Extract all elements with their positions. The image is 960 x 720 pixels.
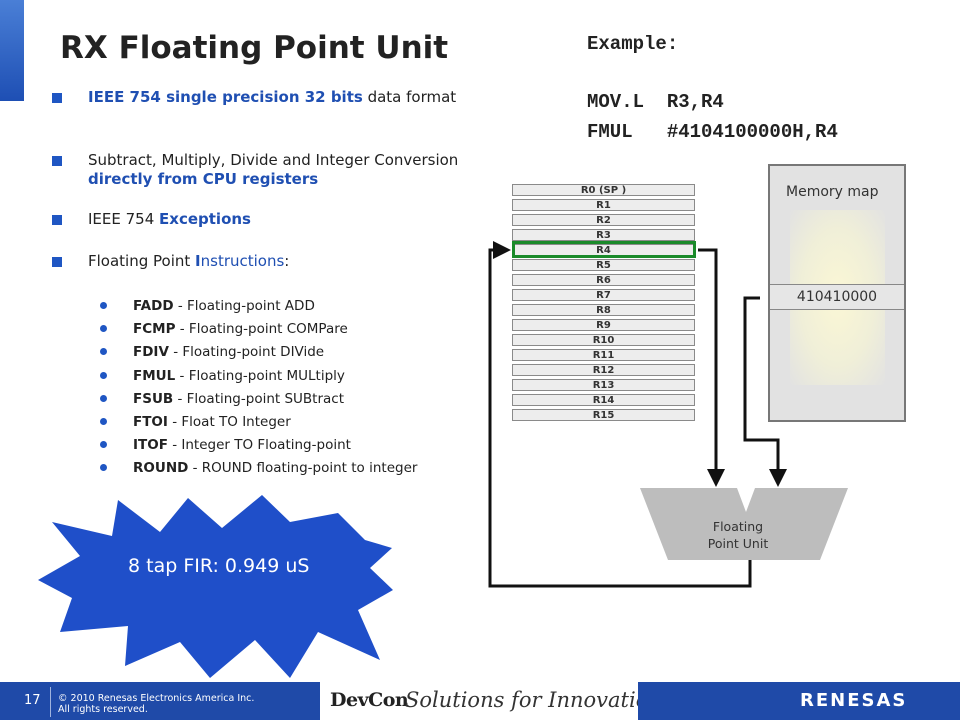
page-number: 17	[24, 693, 41, 708]
instruction-name: FCMP	[133, 321, 176, 338]
example-line-1: MOV.L R3,R4	[587, 91, 724, 113]
tagline: Solutions for Innovation	[405, 688, 662, 712]
register-r15: R15	[512, 409, 695, 421]
bullet-text-part: IEEE 754	[88, 210, 160, 228]
instruction-text: ITOF - Integer TO Floating-point	[133, 437, 351, 454]
instruction-name: FSUB	[133, 390, 174, 407]
register-r14: R14	[512, 394, 695, 406]
register-highlight-box	[512, 241, 696, 258]
burst-text: 8 tap FIR: 0.949 uS	[128, 555, 310, 577]
memory-map-label: Memory map	[786, 184, 879, 200]
fpu-trapezoid	[640, 488, 848, 560]
bullet-text-part: Exceptions	[159, 210, 251, 228]
register-r9: R9	[512, 319, 695, 331]
instruction-name: FTOI	[133, 414, 168, 430]
devcon-logo: DevCon	[330, 689, 409, 711]
instruction-name: ROUND	[133, 460, 189, 477]
instruction-text: FADD - Floating-point ADD	[133, 298, 315, 315]
bullet-dot-icon	[100, 464, 107, 472]
fpu-label: Floating Point Unit	[690, 518, 786, 552]
copyright-line-1: © 2010 Renesas Electronics America Inc.	[58, 693, 255, 704]
bullet-text: IEEE 754 single precision 32 bits data f…	[88, 88, 488, 107]
fpu-label-line-2: Point Unit	[707, 536, 769, 551]
bullet-dot-icon	[100, 371, 107, 379]
instruction-desc: - Floating-point ADD	[173, 298, 315, 314]
bullet-text: IEEE 754 Exceptions	[88, 210, 488, 229]
instruction-desc: - ROUND floating-point to integer	[188, 460, 418, 477]
arrow-fpu-to-register	[488, 241, 752, 588]
bullet-square-icon	[52, 156, 62, 166]
instruction-text: ROUND - ROUND floating-point to integer	[133, 460, 417, 477]
bullet-dot-icon	[100, 441, 107, 449]
burst-shape	[38, 495, 393, 678]
footer-separator	[50, 687, 51, 717]
fpu-notch	[737, 488, 755, 512]
register-r1: R1	[512, 199, 695, 211]
bullet-square-icon	[52, 93, 62, 103]
register-r2: R2	[512, 214, 695, 226]
register-r5: R5	[512, 259, 695, 271]
instruction-name: FADD	[133, 298, 174, 314]
instruction-desc: - Integer TO Floating-point	[167, 437, 351, 454]
instruction-desc: - Floating-point MULtiply	[175, 367, 345, 384]
bullet-text-part: nstructions	[200, 252, 285, 270]
bullet-text-part: IEEE 754 single precision 32 bits	[88, 88, 363, 106]
instruction-desc: - Floating-point COMPare	[175, 321, 348, 338]
arrow-memory-to-fpu	[743, 296, 787, 487]
bullet-text: Subtract, Multiply, Divide and Integer C…	[88, 151, 488, 189]
instruction-name: ITOF	[133, 437, 168, 454]
renesas-logo: RENESAS	[800, 690, 908, 711]
bullet-dot-icon	[100, 348, 107, 356]
register-r0: R0 (SP )	[512, 184, 695, 196]
instruction-text: FCMP - Floating-point COMPare	[133, 321, 348, 338]
footer-left-panel	[0, 682, 320, 720]
register-r6: R6	[512, 274, 695, 286]
example-label: Example:	[587, 33, 679, 55]
register-r11: R11	[512, 349, 695, 361]
register-r13: R13	[512, 379, 695, 391]
bullet-square-icon	[52, 215, 62, 225]
footer-middle-panel	[320, 682, 638, 720]
bullet-text: Floating Point Instructions:	[88, 252, 488, 271]
register-r8: R8	[512, 304, 695, 316]
bullet-dot-icon	[100, 418, 107, 425]
footer-right-panel	[638, 682, 960, 720]
bullet-text-part: Floating Point	[88, 252, 196, 270]
instruction-desc: - Float TO Integer	[167, 414, 291, 430]
register-r3: R3	[512, 229, 695, 241]
instruction-desc: - Floating-point DIVide	[168, 344, 325, 361]
instruction-text: FMUL - Floating-point MULtiply	[133, 368, 345, 385]
arrow-register-to-fpu	[698, 248, 725, 487]
copyright-line-2: All rights reserved.	[58, 704, 148, 715]
page-title: RX Floating Point Unit	[60, 30, 449, 66]
instruction-text: FTOI - Float TO Integer	[133, 414, 291, 431]
register-r7: R7	[512, 289, 695, 301]
bullet-text-part: :	[284, 252, 290, 270]
copyright: © 2010 Renesas Electronics America Inc. …	[58, 693, 254, 715]
register-r12: R12	[512, 364, 695, 376]
example-line-2: FMUL #4104100000H,R4	[587, 121, 838, 143]
instruction-name: FMUL	[133, 367, 176, 384]
bullet-square-icon	[52, 257, 62, 267]
bullet-dot-icon	[100, 302, 107, 309]
register-r10: R10	[512, 334, 695, 346]
bullet-dot-icon	[100, 325, 107, 333]
memory-cell-value: 410410000	[770, 284, 904, 310]
instruction-text: FSUB - Floating-point SUBtract	[133, 391, 344, 408]
fpu-label-line-1: Floating	[712, 519, 764, 534]
bullet-dot-icon	[100, 394, 107, 402]
instruction-desc: - Floating-point SUBtract	[173, 390, 345, 407]
bullet-text-part: I	[195, 252, 201, 270]
instruction-name: FDIV	[133, 344, 169, 361]
title-accent-bar	[0, 0, 24, 101]
bullet-text-part: directly from CPU registers	[88, 170, 319, 188]
bullet-text-part: data format	[362, 88, 457, 106]
instruction-text: FDIV - Floating-point DIVide	[133, 344, 324, 361]
bullet-text-part: Subtract, Multiply, Divide and Integer C…	[88, 151, 459, 169]
